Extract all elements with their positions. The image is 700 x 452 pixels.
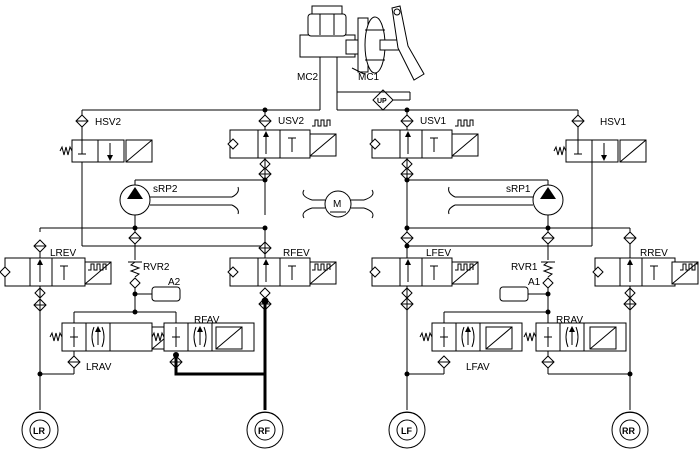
a1-label: A1: [528, 277, 541, 288]
valve-rrev: [592, 231, 699, 410]
right-outlet-lines: [443, 309, 551, 323]
valve-lfev: [369, 231, 479, 410]
hsv2-label: HSV2: [95, 117, 122, 128]
pump-srp1: [404, 177, 564, 260]
rrev-label: RREV: [640, 248, 668, 259]
valve-usv1: [369, 110, 479, 260]
rfev-label: RFEV: [283, 248, 310, 259]
pump-motor: M: [302, 189, 374, 219]
wheel-rr: RR: [611, 411, 649, 449]
motor-label: M: [333, 199, 341, 210]
left-outlet-lines: [73, 309, 177, 323]
a2-label: A2: [168, 277, 181, 288]
supply-lines: [82, 57, 578, 113]
valve-hsv1: [553, 110, 647, 246]
lfev-label: LFEV: [426, 248, 451, 259]
valve-hsv2: [59, 110, 153, 163]
rvr1-label: RVR1: [511, 262, 538, 273]
wheel-rf: RF: [246, 411, 284, 449]
svg-text:UP: UP: [377, 98, 387, 105]
rvr2-label: RVR2: [143, 262, 170, 273]
relief-valve-rvr1: [499, 261, 555, 312]
brake-pedal: [391, 5, 425, 81]
svg-text:RR: RR: [622, 426, 635, 436]
valve-lrav: [37, 322, 179, 377]
left-circuit-lines: [39, 225, 268, 249]
lrev-label: LREV: [50, 248, 76, 259]
mc2-label: MC2: [297, 72, 319, 83]
wheel-lr: LR: [21, 411, 59, 449]
brake-booster: [357, 16, 403, 74]
lfav-label: LFAV: [466, 362, 490, 373]
right-circuit-lines: [404, 225, 631, 249]
rfav-label: RFAV: [194, 315, 220, 326]
svg-text:LF: LF: [401, 426, 412, 436]
pump-srp2: [81, 162, 268, 260]
valve-lfav: [404, 322, 523, 377]
usv2-label: USV2: [278, 116, 305, 127]
lrav-label: LRAV: [86, 362, 112, 373]
usv1-label: USV1: [420, 116, 447, 127]
valve-lrev: [0, 239, 112, 410]
valve-rfav: [151, 322, 255, 369]
mc1-label: MC1: [358, 72, 380, 83]
valve-rfev: [227, 228, 337, 311]
valve-usv2: [227, 110, 337, 215]
hsv1-label: HSV1: [600, 117, 627, 128]
rrav-label: RRAV: [556, 315, 583, 326]
master-cylinder: [299, 5, 359, 58]
valve-rrav: [523, 322, 633, 377]
relief-valve-rvr2: [128, 261, 181, 312]
rf-active-path: [174, 297, 269, 410]
pressure-sensor-up: UP: [337, 89, 411, 111]
svg-text:RF: RF: [258, 426, 270, 436]
svg-text:LR: LR: [33, 426, 45, 436]
srp1-label: sRP1: [506, 184, 531, 195]
srp2-label: sRP2: [153, 184, 178, 195]
wheel-lf: LF: [388, 411, 426, 449]
